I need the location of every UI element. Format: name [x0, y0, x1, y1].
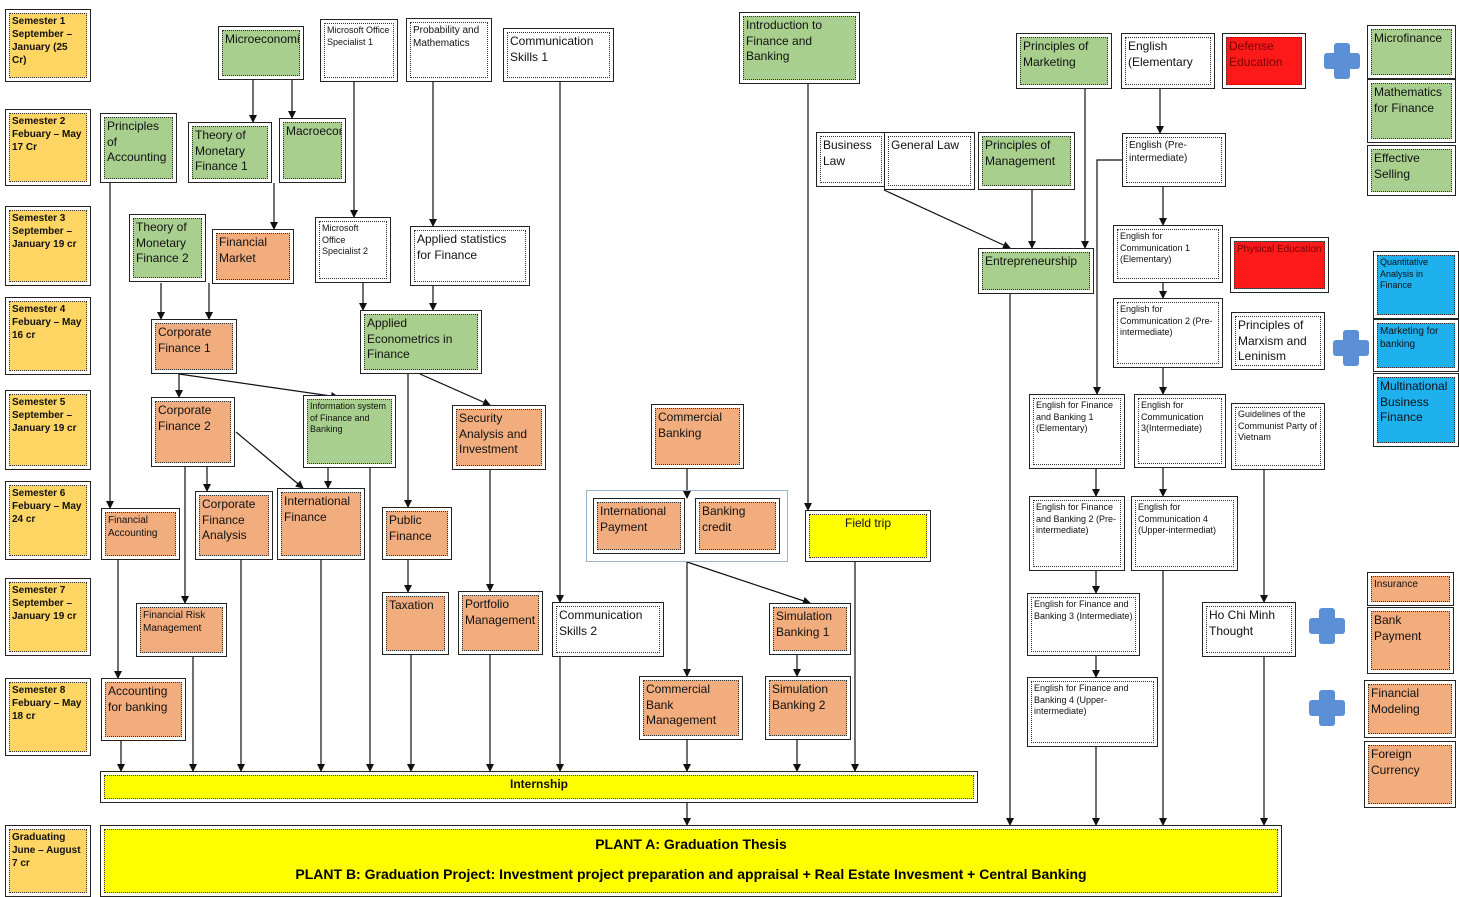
course-theory-monetary-finance-2[interactable]: Theory of Monetary Finance 2 — [129, 214, 206, 282]
course-simulation-banking-1[interactable]: Simulation Banking 1 — [769, 603, 851, 655]
course-macroeconomics[interactable]: Macroeconomics — [279, 118, 346, 183]
course-portfolio-management[interactable]: Portfolio Management — [458, 591, 543, 655]
semester-3-label: Semester 3 September – January 19 cr — [5, 206, 91, 286]
prerequisite-arrow — [1093, 159, 1122, 395]
course-internship[interactable]: Internship — [100, 771, 978, 803]
course-microfinance[interactable]: Microfinance — [1367, 25, 1456, 79]
course-security-analysis[interactable]: Security Analysis and Investment — [452, 405, 546, 470]
course-guidelines-communist-party[interactable]: Guidelines of the Communist Party of Vie… — [1231, 403, 1325, 470]
semester-6-label: Semester 6 Febuary – May 24 cr — [5, 481, 91, 560]
course-accounting-for-banking[interactable]: Accounting for banking — [101, 678, 186, 741]
course-financial-accounting[interactable]: Financial Accounting — [101, 508, 180, 560]
plus-icon — [1324, 43, 1360, 79]
course-taxation[interactable]: Taxation — [382, 592, 449, 655]
course-principles-marxism-leninism[interactable]: Principles of Marxism and Leninism — [1231, 312, 1325, 370]
course-theory-monetary-finance-1[interactable]: Theory of Monetary Finance 1 — [188, 122, 272, 183]
course-microeconomics[interactable]: Microeconomics — [218, 26, 304, 80]
graduating-label: Graduating June – August 7 cr — [5, 825, 91, 897]
course-financial-risk-management[interactable]: Financial Risk Management — [136, 603, 227, 657]
course-corporate-finance-analysis[interactable]: Corporate Finance Analysis — [195, 491, 273, 560]
semester-1-label: Semester 1 September – January (25 Cr) — [5, 9, 91, 82]
course-defense-education[interactable]: Defense Education — [1222, 33, 1306, 89]
course-english-pre-intermediate[interactable]: English (Pre-intermediate) — [1122, 133, 1226, 187]
course-commercial-banking[interactable]: Commercial Banking — [651, 404, 744, 469]
prerequisite-arrow — [178, 373, 339, 400]
course-communication-skills-2[interactable]: Communication Skills 2 — [552, 602, 664, 657]
course-communication-skills-1[interactable]: Communication Skills 1 — [503, 28, 614, 82]
course-principles-of-marketing[interactable]: Principles of Marketing — [1016, 33, 1112, 89]
course-ho-chi-minh-thought[interactable]: Ho Chi Minh Thought — [1202, 602, 1296, 657]
course-english-communication-3[interactable]: English for Communication 3(Intermediate… — [1134, 394, 1226, 468]
semester-5-label: Semester 5 September – January 19 cr — [5, 390, 91, 470]
course-corporate-finance-2[interactable]: Corporate Finance 2 — [151, 397, 235, 467]
course-business-law[interactable]: Business Law — [816, 132, 886, 187]
semester-7-label: Semester 7 September – January 19 cr — [5, 578, 91, 656]
course-multinational-business-finance[interactable]: Multinational Business Finance — [1373, 373, 1459, 447]
course-quantitative-analysis[interactable]: Quantitative Analysis in Finance — [1373, 251, 1459, 319]
course-banking-credit[interactable]: Banking credit — [695, 498, 780, 554]
plan-b-text: PLANT B: Graduation Project: Investment … — [295, 866, 1087, 882]
course-foreign-currency[interactable]: Foreign Currency — [1364, 741, 1456, 808]
course-information-system[interactable]: Information system of Finance and Bankin… — [303, 395, 396, 468]
course-english-finance-banking-3[interactable]: English for Finance and Banking 3 (Inter… — [1027, 593, 1140, 656]
prerequisite-arrow — [883, 189, 1011, 249]
course-english-elementary[interactable]: English (Elementary — [1121, 33, 1215, 89]
course-english-communication-4[interactable]: English for Communication 4 (Upper-inter… — [1131, 496, 1238, 571]
course-english-communication-1[interactable]: English for Communication 1 (Elementary) — [1113, 225, 1223, 283]
prerequisite-arrow — [235, 431, 304, 489]
semester-2-label: Semester 2 Febuary – May 17 Cr — [5, 109, 91, 186]
course-microsoft-office-specialist-1[interactable]: Microsoft Office Specialist 1 — [320, 19, 398, 82]
graduation-thesis-box[interactable]: PLANT A: Graduation Thesis PLANT B: Grad… — [100, 825, 1282, 897]
course-financial-modeling[interactable]: Financial Modeling — [1364, 680, 1456, 738]
semester-4-label: Semester 4 Febuary – May 16 cr — [5, 297, 91, 375]
course-principles-of-accounting[interactable]: Principles of Accounting — [100, 113, 177, 183]
course-international-finance[interactable]: International Finance — [277, 488, 365, 560]
plus-icon — [1309, 608, 1345, 644]
plus-icon — [1309, 690, 1345, 726]
plan-a-text: PLANT A: Graduation Thesis — [595, 836, 787, 852]
course-intro-finance-banking[interactable]: Introduction to Finance and Banking — [739, 12, 860, 84]
course-principles-of-management[interactable]: Principles of Management — [978, 132, 1075, 190]
course-english-finance-banking-2[interactable]: English for Finance and Banking 2 (Pre-i… — [1029, 496, 1125, 571]
course-marketing-for-banking[interactable]: Marketing for banking — [1373, 319, 1459, 372]
course-microsoft-office-specialist-2[interactable]: Microsoft Office Specialist 2 — [315, 217, 391, 283]
course-financial-market[interactable]: Financial Market — [212, 229, 294, 284]
course-insurance[interactable]: Insurance — [1367, 572, 1454, 606]
course-international-payment[interactable]: International Payment — [593, 498, 685, 554]
course-field-trip[interactable]: Field trip — [805, 510, 931, 562]
course-mathematics-for-finance[interactable]: Mathematics for Finance — [1367, 79, 1456, 143]
course-physical-education[interactable]: Physical Education — [1230, 237, 1329, 293]
course-public-finance[interactable]: Public Finance — [382, 507, 452, 560]
course-english-finance-banking-4[interactable]: English for Finance and Banking 4 (Upper… — [1027, 677, 1158, 747]
prerequisite-arrow — [686, 561, 811, 605]
course-english-communication-2[interactable]: English for Communication 2 (Pre-interme… — [1113, 298, 1223, 368]
prerequisite-arrow — [419, 373, 491, 406]
course-simulation-banking-2[interactable]: Simulation Banking 2 — [765, 676, 851, 740]
course-commercial-bank-management[interactable]: Commercial Bank Management — [639, 676, 743, 740]
course-corporate-finance-1[interactable]: Corporate Finance 1 — [151, 319, 237, 374]
course-entrepreneurship[interactable]: Entrepreneurship — [978, 248, 1094, 294]
course-english-finance-banking-1[interactable]: English for Finance and Banking 1 (Eleme… — [1029, 394, 1125, 469]
course-general-law[interactable]: General Law — [884, 132, 975, 190]
course-effective-selling[interactable]: Effective Selling — [1367, 145, 1456, 196]
plus-icon — [1333, 330, 1369, 366]
banking-course-group — [586, 490, 788, 562]
course-probability-and-mathematics[interactable]: Probability and Mathematics — [406, 18, 492, 82]
semester-8-label: Semester 8 Febuary – May 18 cr — [5, 678, 91, 756]
course-applied-econometrics[interactable]: Applied Econometrics in Finance — [360, 310, 482, 374]
course-bank-payment[interactable]: Bank Payment — [1367, 607, 1454, 674]
course-applied-statistics[interactable]: Applied statistics for Finance — [410, 226, 530, 286]
